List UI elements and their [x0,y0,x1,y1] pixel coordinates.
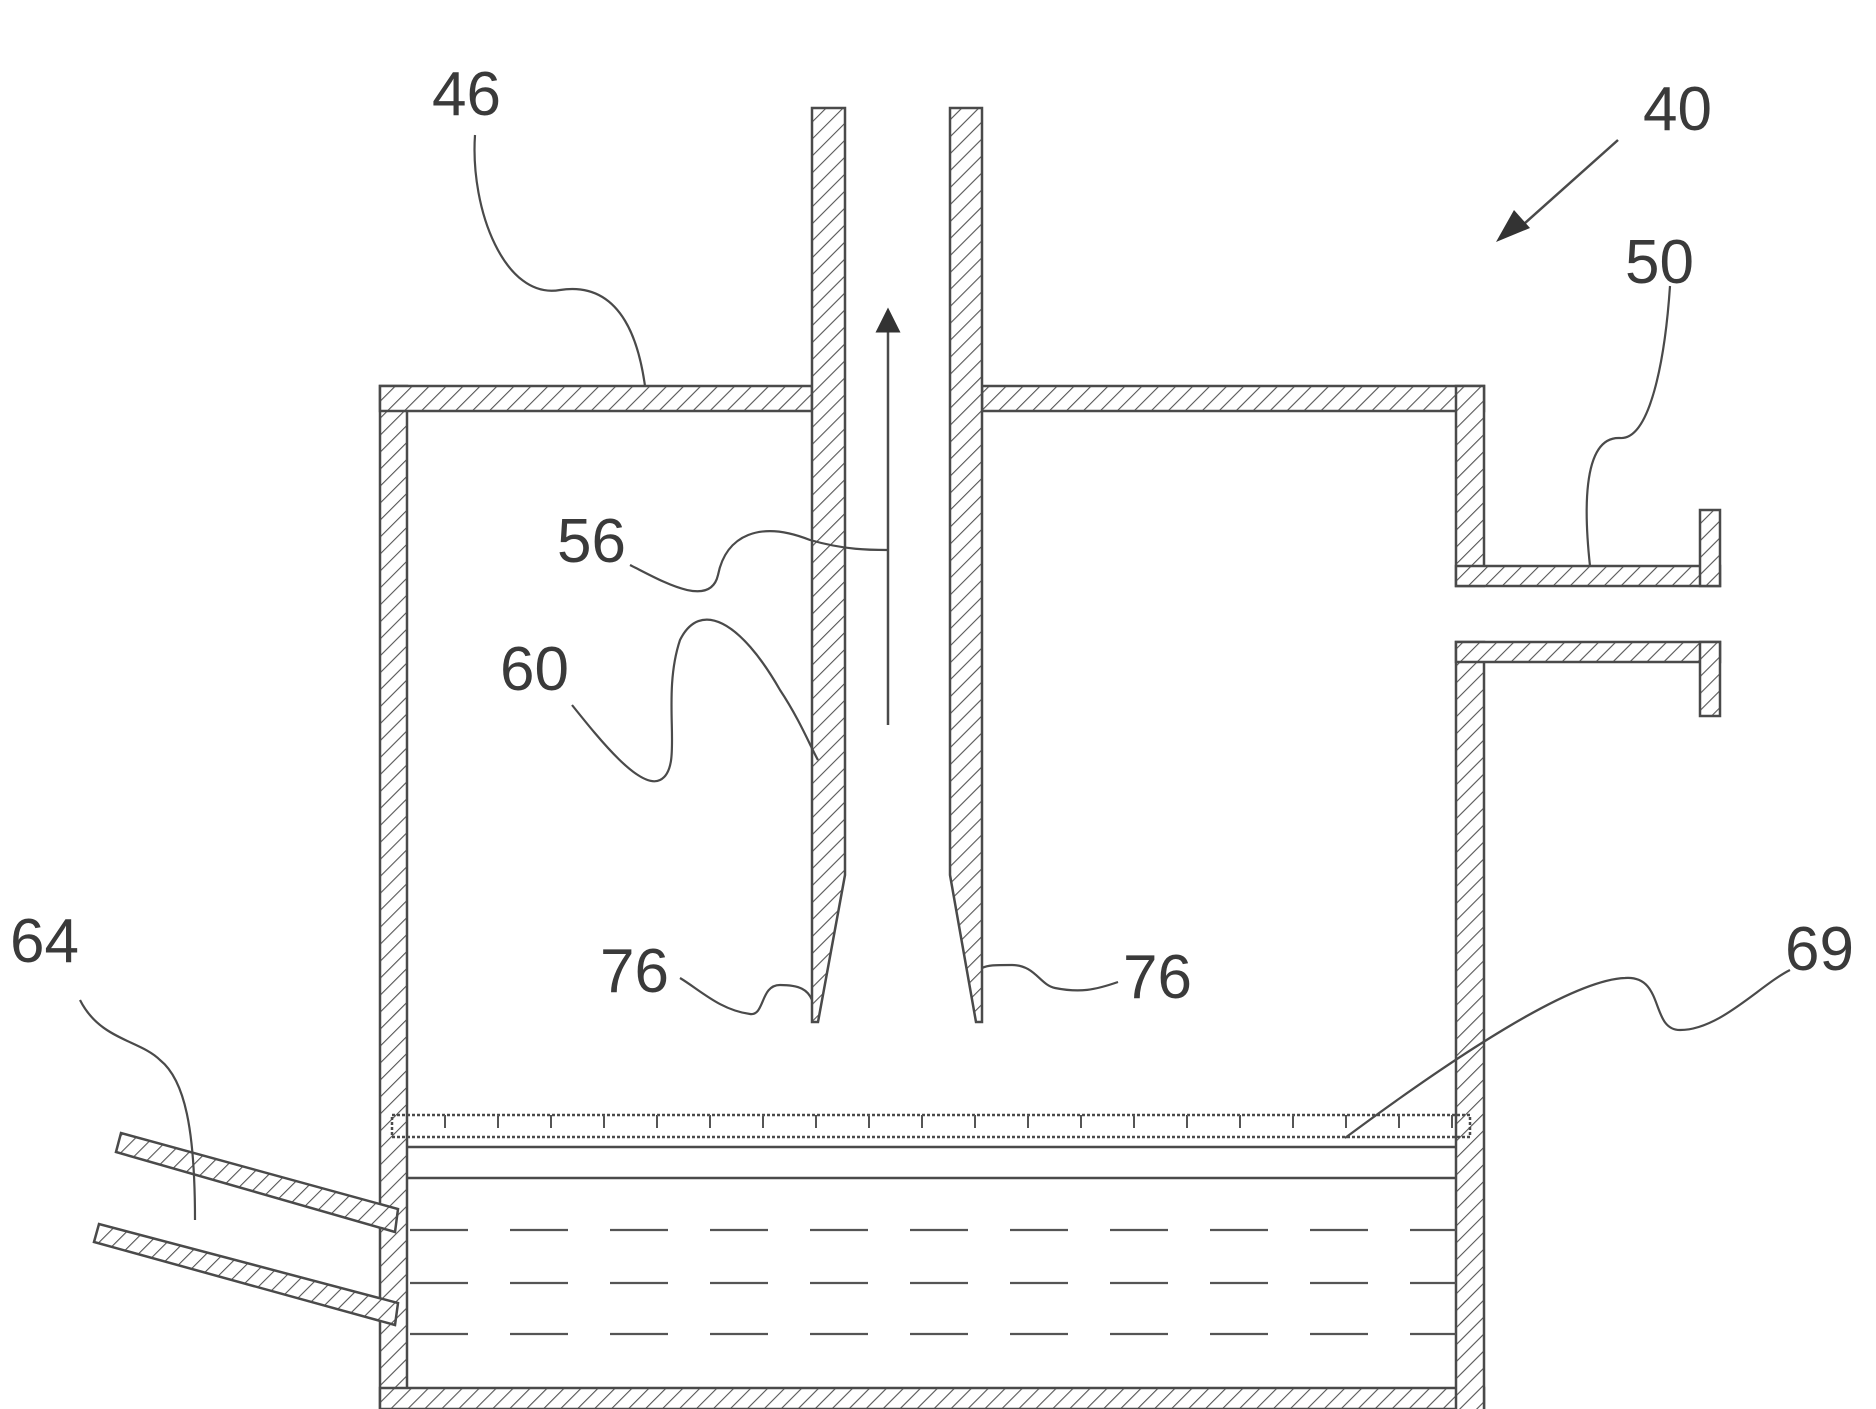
label-40: 40 [1643,75,1712,144]
label-50: 50 [1625,228,1694,297]
liquid-bath [407,1147,1456,1334]
label-46: 46 [432,60,501,129]
leader-76-right [982,965,1118,990]
housing-left-wall [380,386,407,1409]
label-69: 69 [1785,915,1854,984]
leader-lines [80,135,1790,1220]
housing-right-wall-upper [1456,386,1484,586]
leader-64 [80,1000,195,1220]
reference-numerals: 40 46 50 56 60 64 69 76 76 [10,60,1854,1012]
housing-top-wall-right [982,386,1484,411]
leader-60 [572,620,818,782]
outlet-upper-plate [1456,566,1720,586]
outlet-upper-lip [1700,510,1720,586]
grid-plate-ticks [445,1115,1452,1128]
leader-56 [630,531,888,591]
grid-plate [392,1115,1470,1137]
housing-bottom-wall [380,1388,1484,1409]
central-tube [812,108,982,1022]
housing-top-wall-left [380,386,812,411]
leader-76-left [680,978,812,1014]
apparatus-arrow-shaft [1515,140,1618,232]
housing [380,386,1484,1409]
label-64: 64 [10,907,79,976]
label-56: 56 [557,507,626,576]
label-76-left: 76 [600,937,669,1006]
outlet-lower-lip [1700,642,1720,716]
leader-69 [1345,970,1790,1138]
tube-right-wall [950,108,982,1022]
tube-left-wall [812,108,845,1022]
label-60: 60 [500,635,569,704]
leader-46 [475,135,645,386]
label-76-right: 76 [1123,943,1192,1012]
outlet-lower-plate [1456,642,1720,662]
inlet-pipe-lower [94,1224,398,1325]
apparatus-arrow-head [1496,210,1530,242]
inlet-pipes [94,1133,398,1325]
leader-50 [1587,286,1670,566]
apparatus-arrow [1496,140,1618,242]
grid-plate-outline [392,1115,1470,1137]
inlet-pipe-upper [116,1133,398,1232]
housing-right-wall-lower [1456,642,1484,1409]
